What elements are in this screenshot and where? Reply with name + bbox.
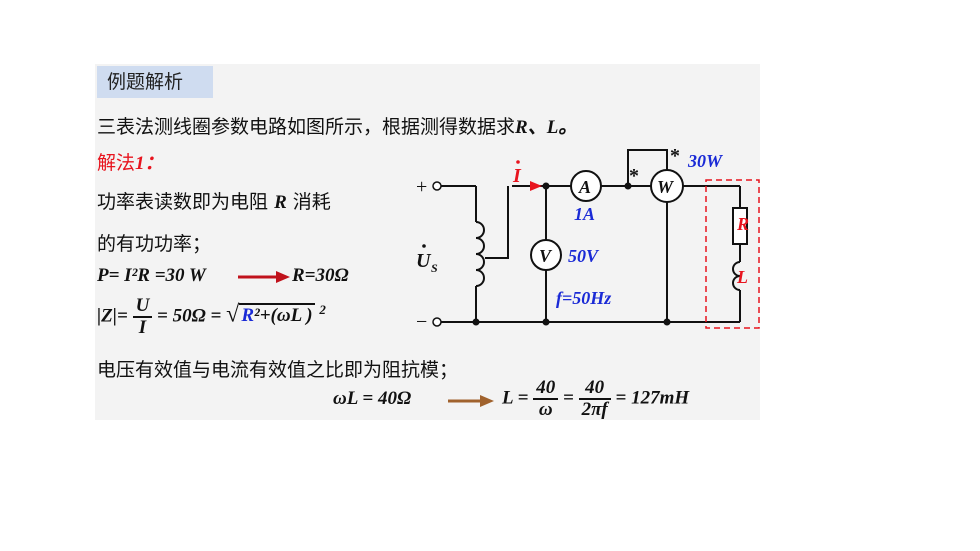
source-sub-label: S — [431, 261, 438, 275]
minus-label: − — [416, 311, 427, 333]
source-dot-icon — [422, 244, 426, 248]
eq-l-num2: 40 — [578, 378, 611, 400]
eq-l-num1: 40 — [533, 378, 559, 400]
eq-z-den: I — [138, 317, 147, 338]
method-label: 解法 — [97, 152, 136, 174]
load-box — [705, 179, 760, 329]
eq-l-eq: = — [562, 387, 574, 409]
eq-l-label: L = — [502, 387, 529, 409]
explain-1a: 功率表读数即为电阻 — [97, 191, 269, 213]
problem-text: 三表法测线圈参数电路如图所示，根据测得数据求 — [97, 116, 516, 138]
arrow-inductance-icon — [448, 395, 494, 407]
explain-1c: 消耗 — [292, 191, 331, 213]
arrow-power-icon — [238, 271, 290, 283]
star-1: * — [670, 145, 680, 167]
content-panel — [95, 64, 760, 420]
plus-label: + — [416, 176, 427, 198]
eq-l-frac1: 40 ω — [533, 378, 559, 420]
method-heading: 解法1： — [97, 148, 164, 175]
inductor-label: L — [736, 267, 748, 287]
inductor-coil — [732, 261, 741, 291]
eq-l-den1: ω — [538, 399, 553, 420]
ammeter-icon — [570, 170, 602, 202]
ammeter-reading: 1A — [574, 204, 595, 224]
eq-power: P= I²R =30 W — [97, 265, 206, 287]
eq-z-num: U — [132, 296, 153, 318]
voltmeter-icon — [530, 239, 562, 271]
method-number: 1： — [135, 153, 164, 174]
section-heading: 例题解析 — [97, 66, 213, 98]
sqrt-body: R²+(ωL ) — [239, 303, 315, 327]
explain-line-2: 的有功功率； — [97, 233, 212, 255]
eq-power-text: P= I²R =30 W — [97, 265, 206, 286]
wattmeter-icon — [650, 169, 684, 203]
eq-impedance: |Z|= U I = 50Ω = √R²+(ωL ) 2 — [97, 296, 326, 338]
current-arrow-icon — [530, 181, 542, 191]
eq-z-exp: 2 — [319, 302, 326, 318]
eq-power-result: R=30Ω — [292, 265, 349, 286]
explain-line-3: 电压有效值与电流有效值之比即为阻抗模； — [97, 359, 459, 381]
ammeter-letter: A — [578, 177, 591, 197]
current-dot-icon — [516, 160, 520, 164]
terminal-plus — [432, 181, 442, 191]
wattmeter-letter: W — [657, 177, 675, 197]
voltmeter-letter: V — [539, 246, 553, 266]
problem-vars: R、L。 — [515, 117, 578, 138]
source-label: U — [416, 250, 432, 272]
resistor-icon — [732, 207, 748, 245]
eq-inductance: L = 40 ω = 40 2πf = 127mH — [502, 378, 689, 420]
eq-z-left: |Z|= — [97, 305, 128, 327]
frequency-label: f=50Hz — [556, 288, 611, 308]
star-2: * — [629, 165, 639, 187]
problem-statement: 三表法测线圈参数电路如图所示，根据测得数据求R、L。 — [97, 112, 577, 139]
eq-l-frac2: 40 2πf — [578, 378, 611, 420]
eq-z-sqrt-r: R — [241, 305, 254, 327]
terminal-minus — [432, 317, 442, 327]
current-label: I — [512, 165, 522, 187]
resistor-label: R — [736, 214, 749, 234]
voltmeter-reading: 50V — [568, 246, 600, 266]
eq-z-fraction: U I — [132, 296, 153, 338]
eq-omega-l: ωL = 40Ω — [333, 388, 412, 409]
autotransformer-coil — [475, 221, 485, 287]
wattmeter-reading: 30W — [687, 151, 724, 171]
eq-z-sqrt-rest: ²+(ωL ) — [254, 305, 313, 327]
sqrt-symbol: √ — [226, 301, 240, 328]
eq-l-result: = 127mH — [615, 387, 690, 409]
eq-z-mid: = 50Ω = — [157, 305, 222, 327]
eq-l-den2: 2πf — [581, 399, 608, 420]
explain-line-1: 功率表读数即为电阻 R 消耗 — [97, 187, 331, 214]
explain-1b: R — [274, 192, 287, 213]
